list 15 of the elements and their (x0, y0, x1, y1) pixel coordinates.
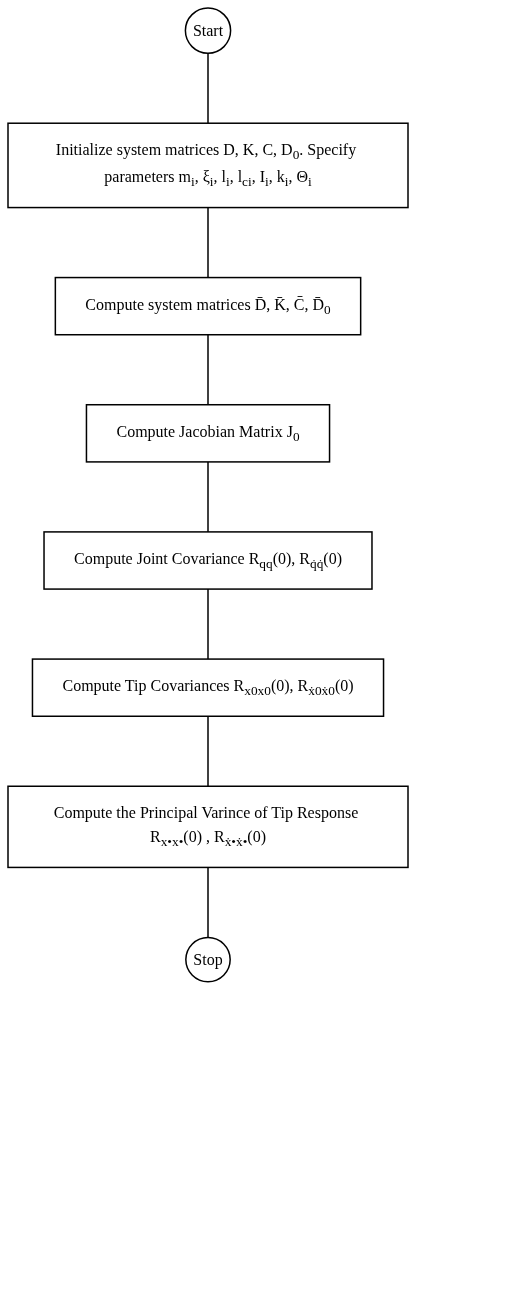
connector (207, 866, 209, 939)
connector (207, 588, 209, 660)
node-box: Initialize system matrices D, K, C, D$_{0}$. Specify parameters m$_{i}$, ξ$_{i}$, l$_{i}$, l$_{ci}$, I$_{i}$, k$_{i}$, Θ$_{i}$ (7, 122, 409, 209)
node-circle: Start (184, 7, 232, 54)
node-box: Compute system matrices D̄, K̄, C̄, D̄$_{0}$ (54, 276, 362, 336)
connector (207, 334, 209, 406)
connector (207, 206, 209, 279)
node-box: Compute the Principal Varince of Tip Response R$_{x•x•}$(0) , R$_{ẋ•ẋ•}$(0) (7, 785, 409, 869)
connector (207, 461, 209, 533)
node-box: Compute Tip Covariances R$_{x0x0}$(0), R$_{ẋ0ẋ0}$(0) (31, 658, 385, 717)
connector (207, 715, 209, 787)
node-box: Compute Joint Covariance R$_{qq}$(0), R$_{q̇q̇}$(0) (43, 531, 373, 590)
connector (207, 52, 209, 124)
node-box: Compute Jacobian Matrix J$_{0}$ (85, 404, 331, 463)
node-circle: Stop (185, 936, 231, 983)
